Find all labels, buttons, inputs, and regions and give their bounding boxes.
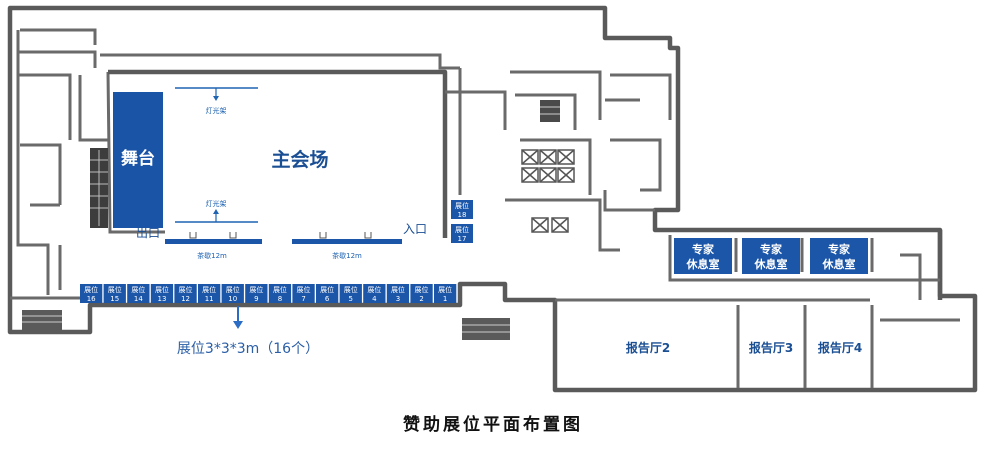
booth-10-label: 展位 bbox=[226, 285, 240, 294]
stage bbox=[113, 92, 163, 228]
seating-left-label: 茶歇12m bbox=[197, 251, 227, 260]
seating-chairs bbox=[189, 232, 372, 239]
expert-lounge-2-label-line1: 专家 bbox=[760, 242, 783, 256]
expert-lounge-1-label-line1: 专家 bbox=[692, 242, 715, 256]
booth-14 bbox=[127, 284, 150, 303]
expert-lounges bbox=[674, 238, 868, 274]
exit-label: 出口 bbox=[136, 226, 160, 240]
stairs-center bbox=[462, 318, 510, 340]
expert-lounge-2-label-line2: 休息室 bbox=[754, 257, 788, 271]
booth-12-num: 12 bbox=[181, 295, 190, 303]
booth-5-label: 展位 bbox=[344, 285, 358, 294]
booth-note-arrow bbox=[233, 306, 243, 329]
expert-lounge-3-label-line2: 休息室 bbox=[822, 257, 856, 271]
expert-lounge-3-label-line1: 专家 bbox=[828, 242, 851, 256]
stage-label: 舞台 bbox=[121, 148, 155, 169]
booth-18-num: 18 bbox=[458, 211, 467, 219]
booth-17 bbox=[451, 224, 473, 243]
inner-walls bbox=[10, 28, 960, 388]
booth-2 bbox=[410, 284, 433, 303]
booth-15-label: 展位 bbox=[108, 285, 122, 294]
light-rack-bottom bbox=[175, 209, 258, 223]
map-caption: 赞助展位平面布置图 bbox=[403, 415, 583, 435]
report-hall-4: 报告厅4 bbox=[818, 340, 862, 355]
booth-2-label: 展位 bbox=[415, 285, 429, 294]
light-rack-top bbox=[175, 87, 258, 101]
booth-14-label: 展位 bbox=[131, 285, 145, 294]
booth-3 bbox=[386, 284, 410, 303]
seating-bar-left bbox=[165, 239, 262, 244]
expert-lounge-2 bbox=[742, 238, 800, 274]
booth-11 bbox=[198, 284, 221, 303]
booth-16-num: 16 bbox=[87, 295, 96, 303]
expert-lounge-1-label-line2: 休息室 bbox=[686, 257, 720, 271]
booth-14-num: 14 bbox=[134, 295, 143, 303]
report-hall-3: 报告厅3 bbox=[749, 340, 793, 355]
booth-1-num: 1 bbox=[443, 295, 447, 303]
booth-6-label: 展位 bbox=[320, 285, 334, 294]
report-hall-2: 报告厅2 bbox=[626, 340, 670, 355]
booth-16-label: 展位 bbox=[84, 285, 98, 294]
light-rack-top-label: 灯光架 bbox=[206, 106, 227, 115]
booth-9 bbox=[245, 284, 268, 303]
booth-7-label: 展位 bbox=[297, 285, 311, 294]
booth-18 bbox=[451, 200, 473, 219]
expert-lounge-3 bbox=[810, 238, 868, 274]
booth-3-label: 展位 bbox=[391, 285, 405, 294]
booth-18-label: 展位 bbox=[455, 201, 469, 210]
booth-13-label: 展位 bbox=[155, 285, 169, 294]
booth-15 bbox=[103, 284, 126, 303]
stairs-right-core bbox=[540, 100, 560, 122]
booth-4 bbox=[363, 284, 386, 303]
booth-16 bbox=[80, 284, 103, 303]
booth-7-num: 7 bbox=[301, 295, 305, 303]
booth-7 bbox=[292, 284, 315, 303]
booth-1 bbox=[434, 284, 457, 303]
entrance-label: 入口 bbox=[403, 222, 427, 236]
booth-2-num: 2 bbox=[419, 295, 423, 303]
booth-10 bbox=[221, 284, 244, 303]
booth-8 bbox=[268, 284, 292, 303]
seating-bar-right bbox=[292, 239, 402, 244]
booth-9-num: 9 bbox=[254, 295, 258, 303]
booth-note: 展位3*3*3m（16个） bbox=[177, 341, 319, 357]
booth-12-label: 展位 bbox=[179, 285, 193, 294]
booth-10-num: 10 bbox=[228, 295, 237, 303]
booth-6 bbox=[316, 284, 339, 303]
expert-lounge-1 bbox=[674, 238, 732, 274]
booth-15-num: 15 bbox=[110, 295, 119, 303]
booth-11-label: 展位 bbox=[202, 285, 216, 294]
main-hall-label: 主会场 bbox=[271, 148, 328, 171]
booth-13-num: 13 bbox=[157, 295, 166, 303]
booth-17-label: 展位 bbox=[455, 225, 469, 234]
booth-4-label: 展位 bbox=[367, 285, 381, 294]
booth-6-num: 6 bbox=[325, 295, 330, 303]
booth-row: 展位16展位15展位14展位13展位12展位11展位10展位9展位8展位7展位6… bbox=[80, 284, 457, 303]
outer-walls bbox=[7, 5, 978, 393]
booth-12 bbox=[174, 284, 197, 303]
booth-1-label: 展位 bbox=[438, 285, 452, 294]
booth-13 bbox=[150, 284, 174, 303]
seating-right-label: 茶歇12m bbox=[332, 251, 362, 260]
booth-11-num: 11 bbox=[205, 295, 214, 303]
booth-8-label: 展位 bbox=[273, 285, 287, 294]
stairs-bottom-left bbox=[22, 310, 62, 330]
booth-3-num: 3 bbox=[396, 295, 400, 303]
booth-17-num: 17 bbox=[458, 235, 467, 243]
booth-9-label: 展位 bbox=[249, 285, 263, 294]
booth-5 bbox=[339, 284, 362, 303]
booth-4-num: 4 bbox=[372, 295, 377, 303]
side-booths: 展位 18 展位 17 bbox=[451, 200, 473, 243]
booth-8-num: 8 bbox=[278, 295, 282, 303]
booth-5-num: 5 bbox=[349, 295, 353, 303]
light-rack-bottom-label: 灯光架 bbox=[206, 199, 227, 208]
elevators bbox=[521, 149, 575, 233]
stairs-left bbox=[90, 148, 108, 228]
